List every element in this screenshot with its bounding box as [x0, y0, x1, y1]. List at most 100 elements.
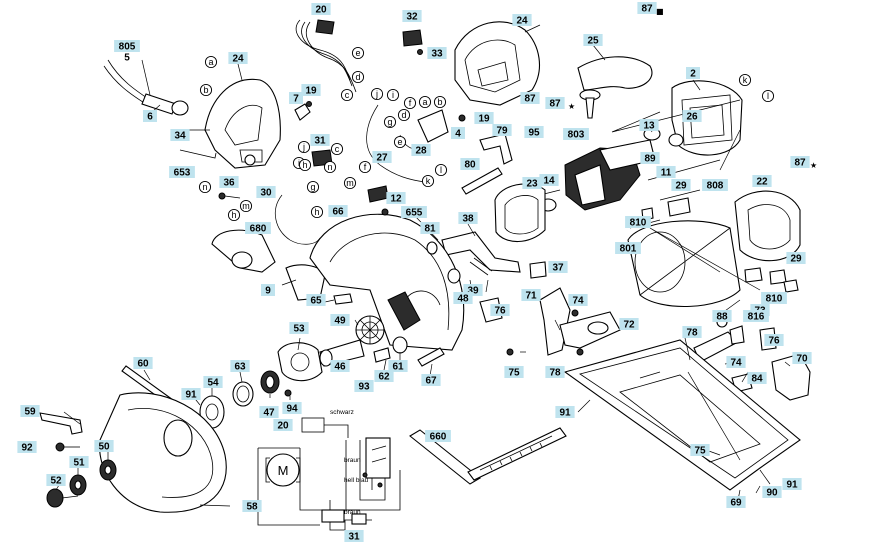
part-tag-label: 7 — [293, 94, 299, 105]
part-tag-label: 24 — [232, 54, 244, 65]
wire-connector-l: l — [434, 163, 448, 177]
part-tag-70: 70 — [792, 352, 812, 365]
part-tag-label: 52 — [50, 476, 62, 487]
part-tag-bg — [682, 326, 702, 338]
part-tag-58: 58 — [242, 500, 262, 513]
part-tag-label: 91 — [185, 390, 197, 401]
part-tag-30: 30 — [256, 186, 276, 199]
part-tag-bg — [94, 440, 114, 452]
part-tag-bg — [521, 289, 541, 301]
part-tag-label: 28 — [415, 146, 427, 157]
part-tag-label: 33 — [431, 49, 443, 60]
part-tag-28: 28 — [411, 144, 431, 157]
part-tag-59: 59 — [20, 405, 40, 418]
part-tag-label: 88 — [716, 312, 728, 323]
part-tag-label: 67 — [425, 376, 437, 387]
part-tag-80: 80 — [460, 158, 480, 171]
part-tag-810: 810 — [761, 292, 787, 305]
part-tag-bg — [203, 376, 223, 388]
connector-circle — [358, 160, 372, 174]
part-tag-14: 14 — [539, 174, 559, 187]
part-tag-label: 816 — [748, 312, 765, 323]
part-tag-bg — [330, 314, 350, 326]
part-tag-bg — [583, 34, 603, 46]
part-tag-29: 29 — [671, 179, 691, 192]
part-tag-7: 7 — [289, 92, 303, 105]
wire-connector-c: c — [340, 88, 354, 102]
part-tag-label: 62 — [378, 372, 390, 383]
part-tag-53: 53 — [289, 322, 309, 335]
part-tag-bg — [282, 402, 302, 414]
part-tag-13: 13 — [639, 119, 659, 132]
connector-letter: g — [387, 117, 392, 127]
connector-circle — [393, 135, 407, 149]
part-tag-54: 54 — [203, 376, 223, 389]
part-tag-label: 12 — [390, 194, 402, 205]
motor-symbol-label: M — [278, 463, 289, 478]
part-tag-label: 61 — [392, 362, 404, 373]
part-tag-label: 48 — [457, 294, 469, 305]
part-tag-bg — [522, 177, 542, 189]
part-tag-61: 61 — [388, 360, 408, 373]
part-tag-label: 51 — [73, 458, 85, 469]
parallel-guide — [409, 429, 481, 485]
part-tag-bg — [372, 151, 392, 163]
part-tag-label: 76 — [768, 336, 780, 347]
part-tag-label: 11 — [661, 168, 672, 179]
part-tag-66: 66 — [328, 205, 348, 218]
connector-circle — [306, 180, 320, 194]
part-tag-75: 75 — [504, 366, 524, 379]
part-tag-label: 660 — [430, 432, 447, 443]
connector-circle — [370, 87, 384, 101]
part-tag-803: 803 — [563, 128, 589, 141]
part-tag-label: 29 — [675, 181, 687, 192]
part-drawings — [39, 19, 811, 513]
wire-connector-a: a — [418, 95, 432, 109]
connector-circle — [310, 205, 324, 219]
part-tag-46: 46 — [330, 360, 350, 373]
switch — [417, 109, 449, 143]
wire-connector-m: m — [239, 199, 253, 213]
part-tag-34: 34 — [170, 129, 190, 142]
part-tag-bg — [301, 84, 321, 96]
part-tag-bg — [311, 3, 331, 15]
part-tag-20: 20 — [273, 419, 293, 432]
pivot-rod — [461, 167, 503, 195]
part-tag-bg — [625, 216, 651, 228]
part-tag-label: 66 — [332, 207, 344, 218]
part-tag-27: 27 — [372, 151, 392, 164]
part-tag-65: 65 — [306, 294, 326, 307]
part-tag-bg — [17, 441, 37, 453]
part-tag-label: 19 — [305, 86, 317, 97]
part-tag-38: 38 — [458, 212, 478, 225]
part-tag-bg — [747, 372, 767, 384]
part-tag-bg — [520, 92, 540, 104]
part-tag-label: 680 — [250, 224, 267, 235]
part-tag-63: 63 — [230, 360, 250, 373]
part-tag-805: 805 — [114, 40, 140, 53]
part-tag-label: 20 — [315, 5, 327, 16]
wire-color-label: schwarz — [330, 409, 354, 416]
part-tag-bg — [354, 380, 374, 392]
part-tag-93: 93 — [354, 380, 374, 393]
connector-letter: h — [231, 210, 236, 220]
part-tag-bg — [726, 496, 746, 508]
part-tag-label: 9 — [265, 286, 271, 297]
part-tag-label: 32 — [406, 12, 418, 23]
wire-connector-b: b — [433, 95, 447, 109]
connector-letter: n — [327, 162, 332, 172]
part-tag-801: 801 — [615, 242, 641, 255]
motor-housing — [627, 220, 741, 308]
part-tag-label: 95 — [528, 128, 540, 139]
part-tag-84: 84 — [747, 372, 767, 385]
part-tag-bg — [330, 360, 350, 372]
part-tag-bg — [245, 222, 271, 234]
part-tag-label: 13 — [643, 121, 655, 132]
part-tag-label: 46 — [334, 362, 346, 373]
part-tag-bg — [386, 192, 406, 204]
part-tag-label: 803 — [568, 130, 585, 141]
part-tag-label: 58 — [246, 502, 258, 513]
part-tag-label: 2 — [690, 69, 696, 80]
part-tag-bg — [411, 144, 431, 156]
part-tag-87: 87 — [637, 2, 657, 15]
